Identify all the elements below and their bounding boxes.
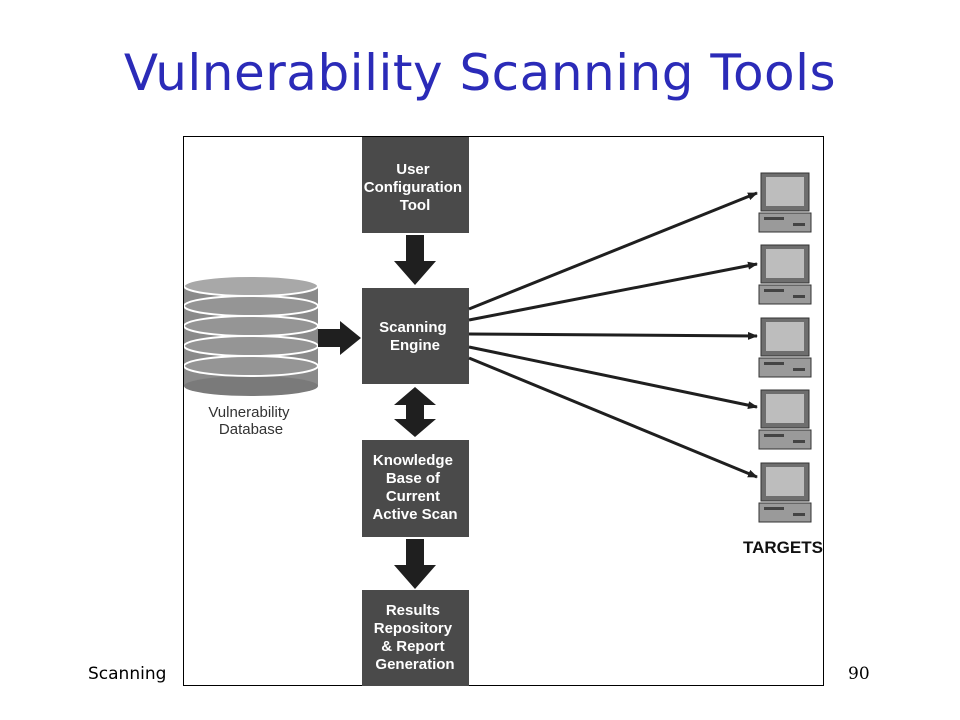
user-configuration-tool-label: User Configuration Tool	[364, 161, 467, 214]
engine-to-target-1-arrow	[468, 191, 758, 311]
target-computer-icon	[758, 462, 812, 523]
target-computer-icon	[758, 317, 812, 378]
footer-section-label: Scanning	[88, 664, 167, 684]
knowledge-base-box	[362, 440, 469, 537]
scanning-engine-box	[362, 288, 469, 384]
engine-to-target-3-arrow	[468, 331, 758, 340]
config-to-engine-arrow	[394, 235, 436, 285]
scanning-engine-label: Scanning Engine	[379, 319, 451, 354]
targets-label: TARGETS	[743, 538, 823, 557]
knowledge-to-results-arrow	[394, 539, 436, 589]
target-computer-icon	[758, 244, 812, 305]
page-number: 90	[848, 664, 870, 684]
diagram-frame: Vulnerability Database User Configuratio…	[183, 136, 824, 686]
db-to-engine-arrow	[318, 321, 361, 355]
database-label: Vulnerability Database	[208, 404, 293, 438]
vulnerability-database-icon	[184, 275, 319, 396]
diagram-canvas: Vulnerability Database User Configuratio…	[184, 137, 823, 686]
knowledge-base-label: Knowledge Base of Current Active Scan	[372, 452, 457, 523]
user-configuration-tool-box	[362, 137, 469, 233]
results-repository-box	[362, 590, 469, 686]
engine-to-target-5-arrow	[468, 356, 758, 479]
engine-to-target-4-arrow	[468, 345, 758, 410]
target-computer-icon	[758, 172, 812, 233]
results-repository-label: Results Repository & Report Generation	[374, 602, 457, 673]
engine-knowledge-bidirectional-arrow	[394, 387, 436, 437]
target-computer-icon	[758, 389, 812, 450]
engine-to-target-2-arrow	[468, 261, 758, 322]
slide-title: Vulnerability Scanning Tools	[123, 44, 837, 102]
